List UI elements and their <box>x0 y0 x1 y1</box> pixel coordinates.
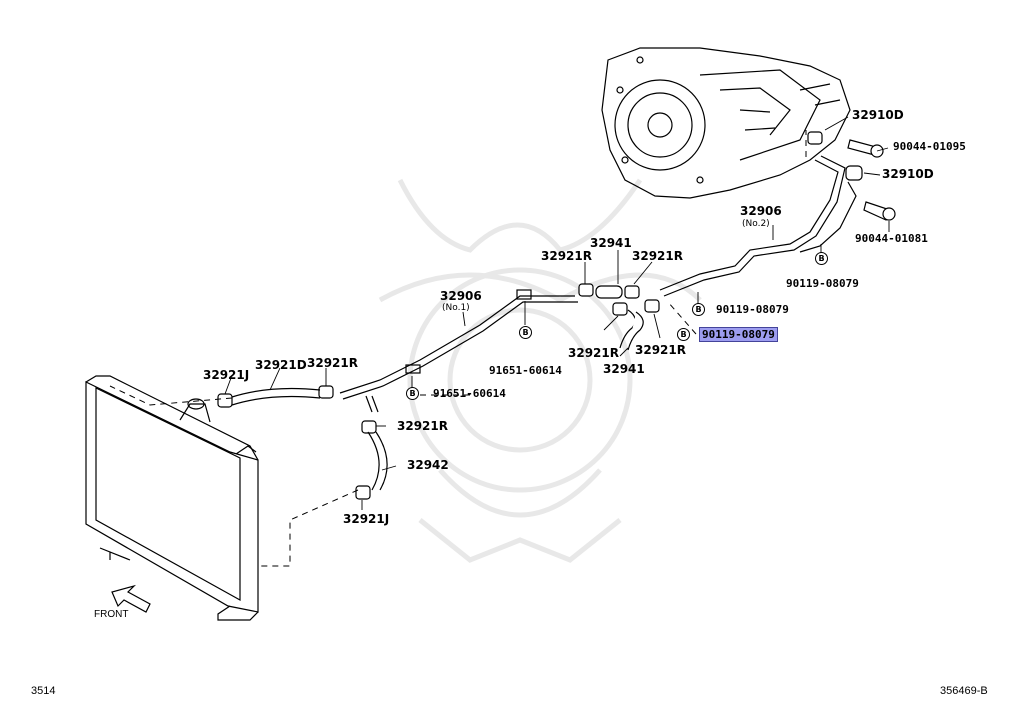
label-32906-no2[interactable]: 32906 <box>740 204 782 218</box>
hose-32942 <box>355 431 388 500</box>
bolt-mark-b-4: B <box>519 326 532 339</box>
part-90119-08079-b[interactable]: 90119-08079 <box>716 303 789 316</box>
part-90119-08079-a[interactable]: 90119-08079 <box>786 277 859 290</box>
front-label: FRONT <box>94 609 129 620</box>
part-91651-60614-b[interactable]: 91651-60614 <box>433 387 506 400</box>
label-32921R-a[interactable]: 32921R <box>541 249 592 263</box>
bolt-mark-b-5: B <box>406 387 419 400</box>
part-90044-01095[interactable]: 90044-01095 <box>893 140 966 153</box>
label-32921R-b[interactable]: 32921R <box>632 249 683 263</box>
part-90044-01081[interactable]: 90044-01081 <box>855 232 928 245</box>
label-32910D-b[interactable]: 32910D <box>882 167 934 181</box>
footer-page-number: 3514 <box>31 685 56 697</box>
transmission-fittings <box>807 131 896 221</box>
transmission-housing <box>601 47 851 199</box>
clamps-32921R <box>318 283 660 434</box>
label-32906-no1[interactable]: 32906 <box>440 289 482 303</box>
label-32921J-b[interactable]: 32921J <box>343 512 390 526</box>
cooler-tube-no2 <box>659 155 857 297</box>
cooler-tube-no1 <box>339 289 578 413</box>
label-32942[interactable]: 32942 <box>407 458 449 472</box>
hose-32921D <box>217 387 321 408</box>
label-32921R-e[interactable]: 32921R <box>307 356 358 370</box>
bolt-mark-b-1: B <box>815 252 828 265</box>
front-arrow-icon <box>111 584 151 613</box>
label-32941-bottom[interactable]: 32941 <box>603 362 645 376</box>
leader-lines <box>224 116 890 510</box>
radiator <box>85 375 259 621</box>
label-32941-top[interactable]: 32941 <box>590 236 632 250</box>
label-32921R-c[interactable]: 32921R <box>568 346 619 360</box>
part-91651-60614-a[interactable]: 91651-60614 <box>489 364 562 377</box>
label-32921J-a[interactable]: 32921J <box>203 368 250 382</box>
bolt-mark-b-3: B <box>677 328 690 341</box>
label-32921D[interactable]: 32921D <box>255 358 307 372</box>
label-32921R-d[interactable]: 32921R <box>635 343 686 357</box>
dashed-connection-lines <box>109 130 807 567</box>
sublabel-no2: (No.2) <box>742 219 770 229</box>
sublabel-no1: (No.1) <box>442 303 470 313</box>
hose-32941 <box>595 285 644 351</box>
footer-diagram-id: 356469-B <box>940 685 988 697</box>
bolt-mark-b-2: B <box>692 303 705 316</box>
label-32921R-f[interactable]: 32921R <box>397 419 448 433</box>
part-90119-08079-highlighted[interactable]: 90119-08079 <box>699 327 778 342</box>
watermark-emblem <box>378 178 702 563</box>
label-32910D-a[interactable]: 32910D <box>852 108 904 122</box>
